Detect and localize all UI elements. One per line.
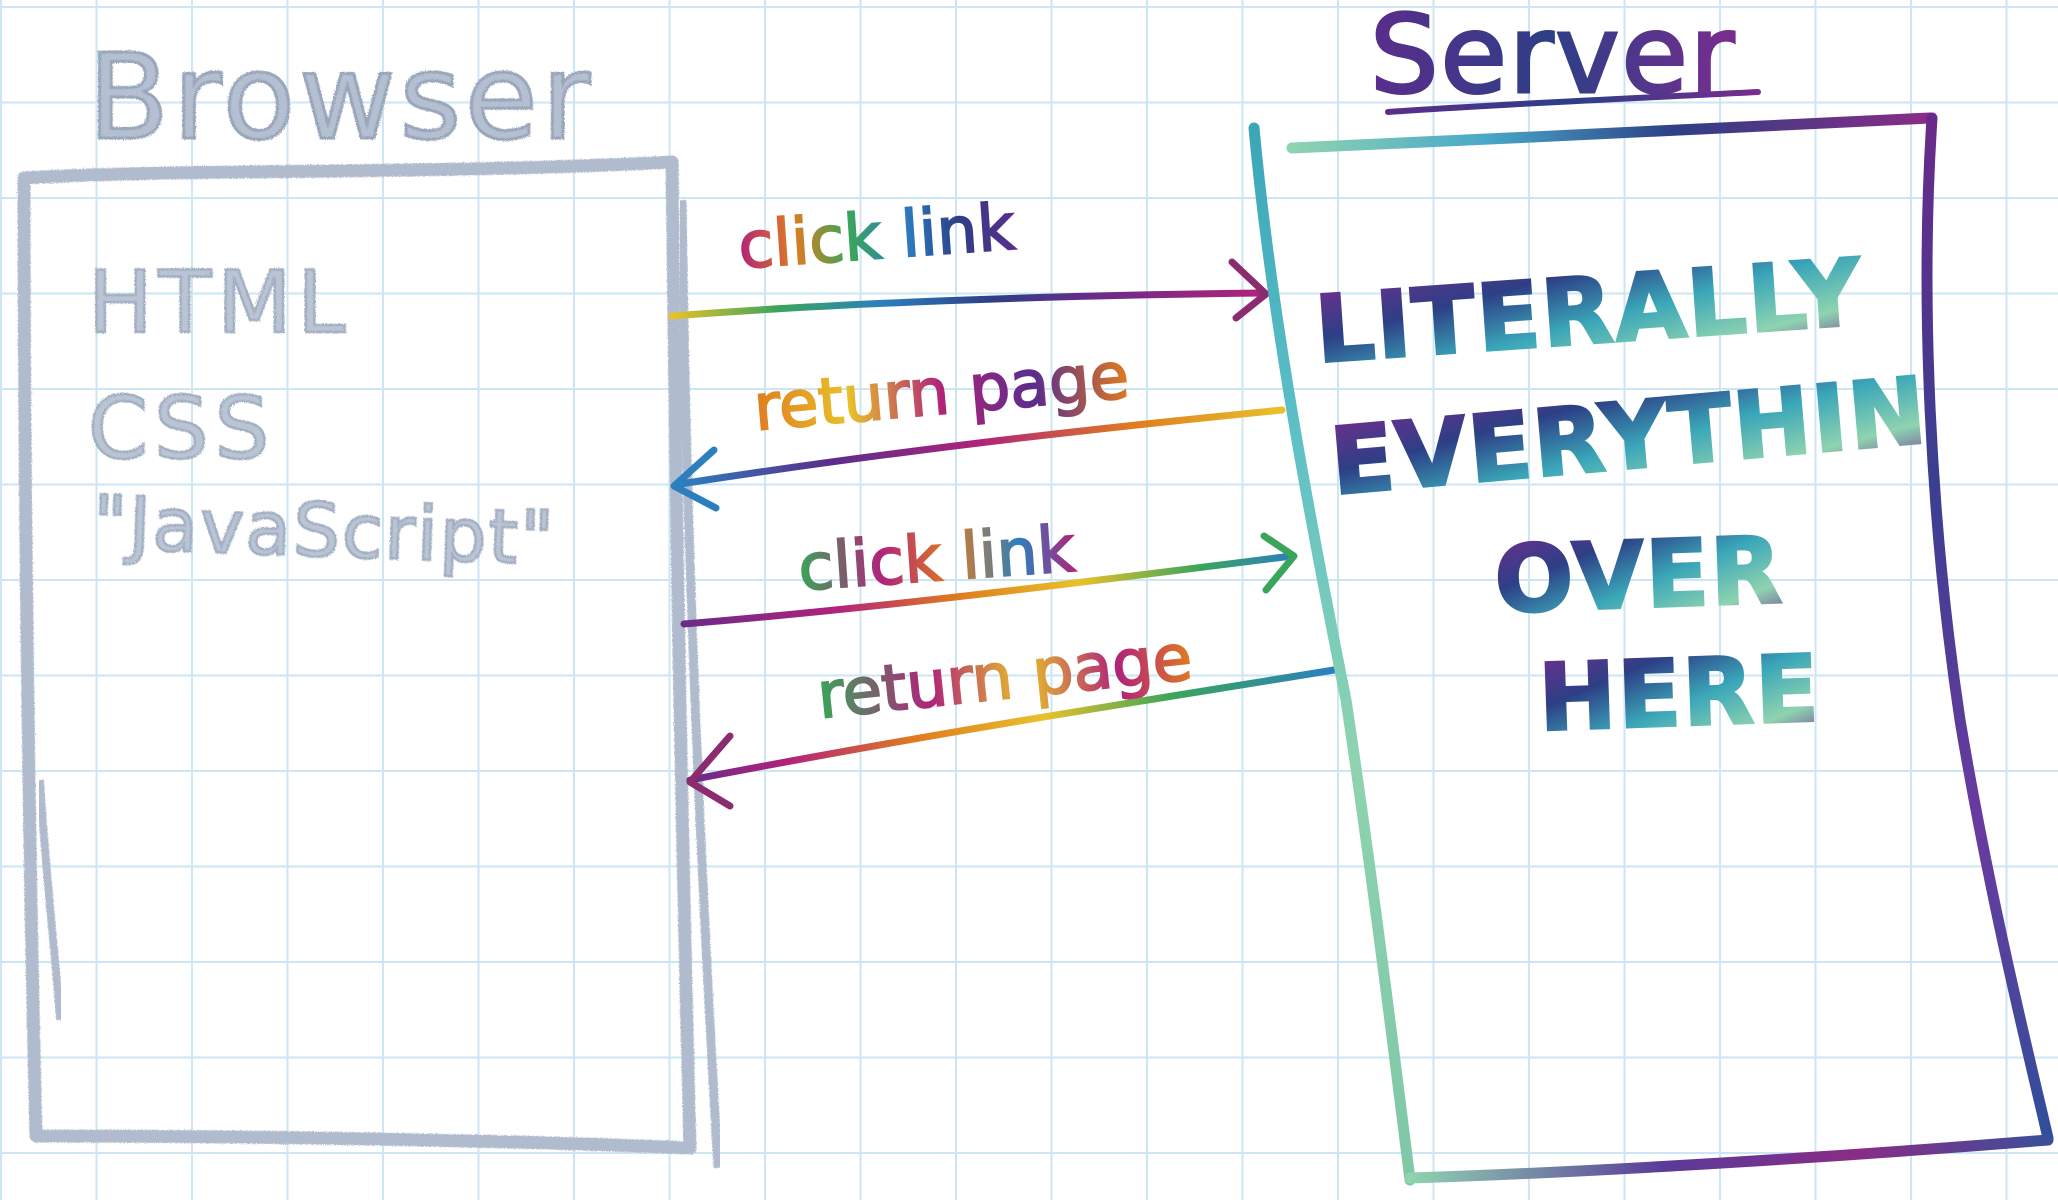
- arrow-3-line: [680, 552, 1296, 628]
- arrow-2-return-page: return page: [670, 338, 1286, 512]
- arrow-3-click-link: click link: [680, 512, 1298, 628]
- arrow-1-head: [1228, 258, 1270, 322]
- arrow-2-line: [676, 406, 1286, 488]
- server-title: Server: [1370, 0, 1736, 118]
- browser-panel: Browser HTML CSS "JavaScript": [17, 27, 723, 1169]
- server-box-bottom: [1404, 1134, 2054, 1184]
- arrow-1-line: [668, 289, 1266, 320]
- server-line-3: OVER: [1493, 517, 1785, 634]
- browser-box: [17, 155, 697, 1155]
- arrow-2-head: [670, 446, 720, 512]
- server-line-2: EVERYTHIN: [1327, 357, 1932, 516]
- arrow-4-label: return page: [814, 621, 1196, 734]
- server-box-left: [1248, 122, 1416, 1186]
- arrow-4-line: [686, 666, 1338, 784]
- server-panel: Server LITERALLY EVERYTHIN OVER HERE: [1248, 0, 2054, 1186]
- browser-item-css: CSS: [88, 379, 275, 479]
- arrow-1-click-link: click link: [668, 190, 1270, 322]
- browser-title: Browser: [88, 28, 594, 166]
- arrow-1-label: click link: [736, 191, 1017, 284]
- server-box-top: [1286, 112, 1936, 154]
- arrow-3-label: click link: [796, 513, 1077, 606]
- arrow-4-head: [686, 732, 734, 810]
- server-line-1: LITERALLY: [1312, 239, 1866, 384]
- browser-item-javascript: "JavaScript": [91, 480, 557, 582]
- arrow-3-head: [1260, 532, 1298, 594]
- server-box-right: [1921, 112, 2054, 1144]
- arrow-4-return-page: return page: [686, 620, 1338, 810]
- browser-item-html: HTML: [88, 253, 351, 353]
- server-line-4: HERE: [1537, 635, 1822, 752]
- server-title-underline: [1385, 89, 1761, 115]
